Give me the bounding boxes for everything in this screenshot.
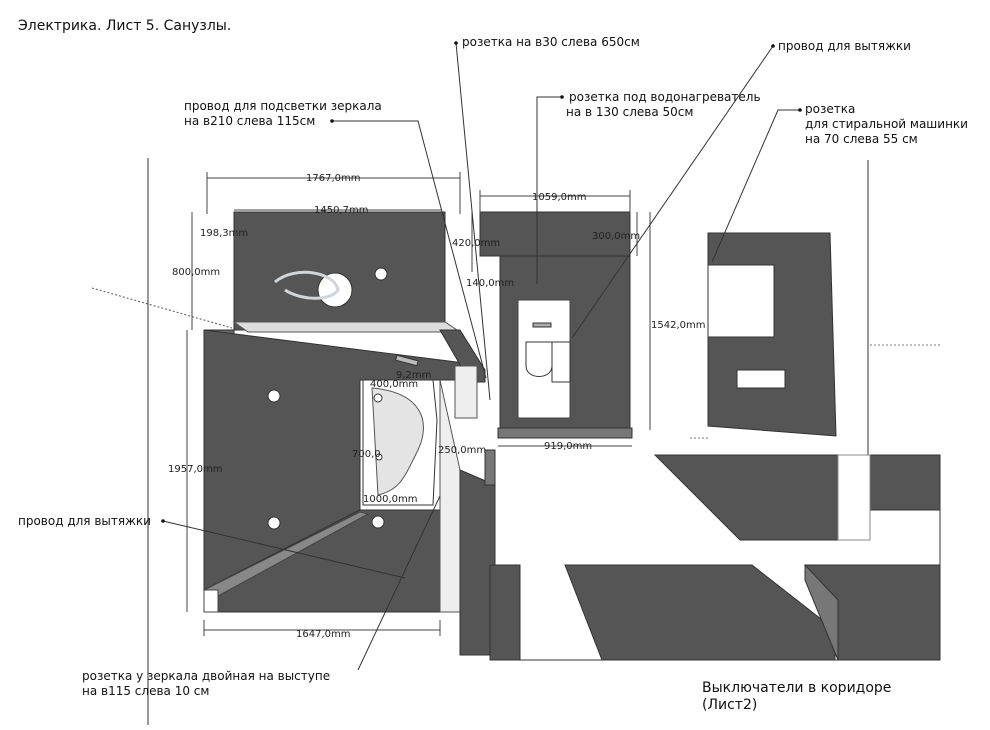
dim-9-2: 9,2mm bbox=[396, 370, 431, 381]
toilet-back-wall bbox=[479, 211, 631, 257]
label-vent-wire-left: провод для вытяжки bbox=[18, 514, 151, 528]
bathroom-left bbox=[202, 211, 486, 613]
dim-1059: 1059,0mm bbox=[532, 192, 586, 203]
label-washer-socket-line1: розетка bbox=[805, 102, 856, 116]
corridor-volumes bbox=[459, 449, 941, 661]
corridor-edge-right bbox=[869, 454, 941, 511]
mirror-light-wire-loop bbox=[274, 270, 340, 300]
leader-dots bbox=[161, 41, 802, 523]
dim-198: 198,3mm bbox=[200, 228, 248, 239]
leader-lines bbox=[162, 42, 800, 671]
label-switches-line2: (Лист2) bbox=[702, 697, 758, 713]
label-socket-650: розетка на в30 слева 650см bbox=[462, 35, 640, 49]
label-vent-wire-top: провод для вытяжки bbox=[778, 39, 911, 53]
label-mirror-socket-line2: на в115 слева 10 см bbox=[82, 684, 210, 698]
corridor-edge-right-2 bbox=[837, 454, 871, 541]
dim-1647: 1647,0mm bbox=[296, 629, 350, 640]
toilet-threshold bbox=[497, 427, 633, 439]
label-mirror-socket-line1: розетка у зеркала двойная на выступе bbox=[82, 669, 331, 683]
label-heater-socket-line2: на в 130 слева 50см bbox=[566, 105, 694, 119]
socket-left-2 bbox=[267, 516, 281, 530]
dim-420: 420,0mm bbox=[452, 238, 500, 249]
dim-400: 400,0mm bbox=[370, 379, 418, 390]
mirror-light-point bbox=[317, 272, 353, 308]
socket-left-1 bbox=[267, 389, 281, 403]
floor-plate-right-side bbox=[804, 563, 839, 661]
dim-1450: 1450,7mm bbox=[314, 205, 368, 216]
dim-1767: 1767,0mm bbox=[306, 173, 360, 184]
bath-upper-shelf bbox=[232, 321, 462, 333]
toilet-vent bbox=[532, 322, 552, 328]
corridor-slab-right bbox=[653, 454, 839, 541]
dotted-guide-left bbox=[91, 287, 233, 329]
bath-step bbox=[203, 589, 219, 613]
dim-300: 300,0mm bbox=[592, 231, 640, 242]
corridor-low-block bbox=[489, 564, 521, 661]
label-washer-socket-line3: на 70 слева 55 см bbox=[805, 132, 918, 146]
dim-1000: 1000,0mm bbox=[363, 494, 417, 505]
dim-1542: 1542,0mm bbox=[651, 320, 705, 331]
shower-screen bbox=[454, 365, 478, 419]
page-title: Электрика. Лист 5. Санузлы. bbox=[18, 18, 232, 34]
bath-back-wall-upper bbox=[233, 211, 446, 331]
dim-919: 919,0mm bbox=[544, 441, 592, 452]
washer-panel bbox=[736, 369, 786, 389]
dim-800: 800,0mm bbox=[172, 267, 220, 278]
laundry-area bbox=[707, 232, 837, 437]
socket-left-3 bbox=[371, 515, 385, 529]
corridor-column bbox=[484, 449, 496, 486]
dim-700: 700,0 bbox=[352, 449, 381, 460]
washer-niche bbox=[707, 264, 775, 338]
floor-plate-big bbox=[564, 564, 836, 661]
vent-grille-left bbox=[394, 354, 419, 367]
toilet-room bbox=[479, 211, 633, 439]
dim-250: 250,0mm bbox=[438, 445, 486, 456]
label-switches-line1: Выключатели в коридоре bbox=[702, 680, 892, 696]
dim-140: 140,0mm bbox=[466, 278, 514, 289]
label-mirror-light-line1: провод для подсветки зеркала bbox=[184, 99, 382, 113]
label-washer-socket-line2: для стиральной машинки bbox=[805, 117, 968, 131]
dimension-texts: 1767,0mm 1450,7mm 198,3mm 800,0mm 1957,0… bbox=[168, 173, 705, 640]
label-mirror-light-line2: на в210 слева 115см bbox=[184, 114, 316, 128]
toilet-tank bbox=[551, 341, 571, 383]
bath-tap-1 bbox=[373, 393, 383, 403]
label-heater-socket-line1: розетка под водонагреватель bbox=[569, 90, 761, 104]
socket-upper bbox=[374, 267, 388, 281]
bath-tap-2 bbox=[375, 453, 383, 461]
bathtub-inner bbox=[371, 387, 424, 496]
dimension-lines bbox=[186, 172, 651, 636]
toilet-bowl bbox=[525, 341, 553, 377]
dim-1957: 1957,0mm bbox=[168, 464, 222, 475]
